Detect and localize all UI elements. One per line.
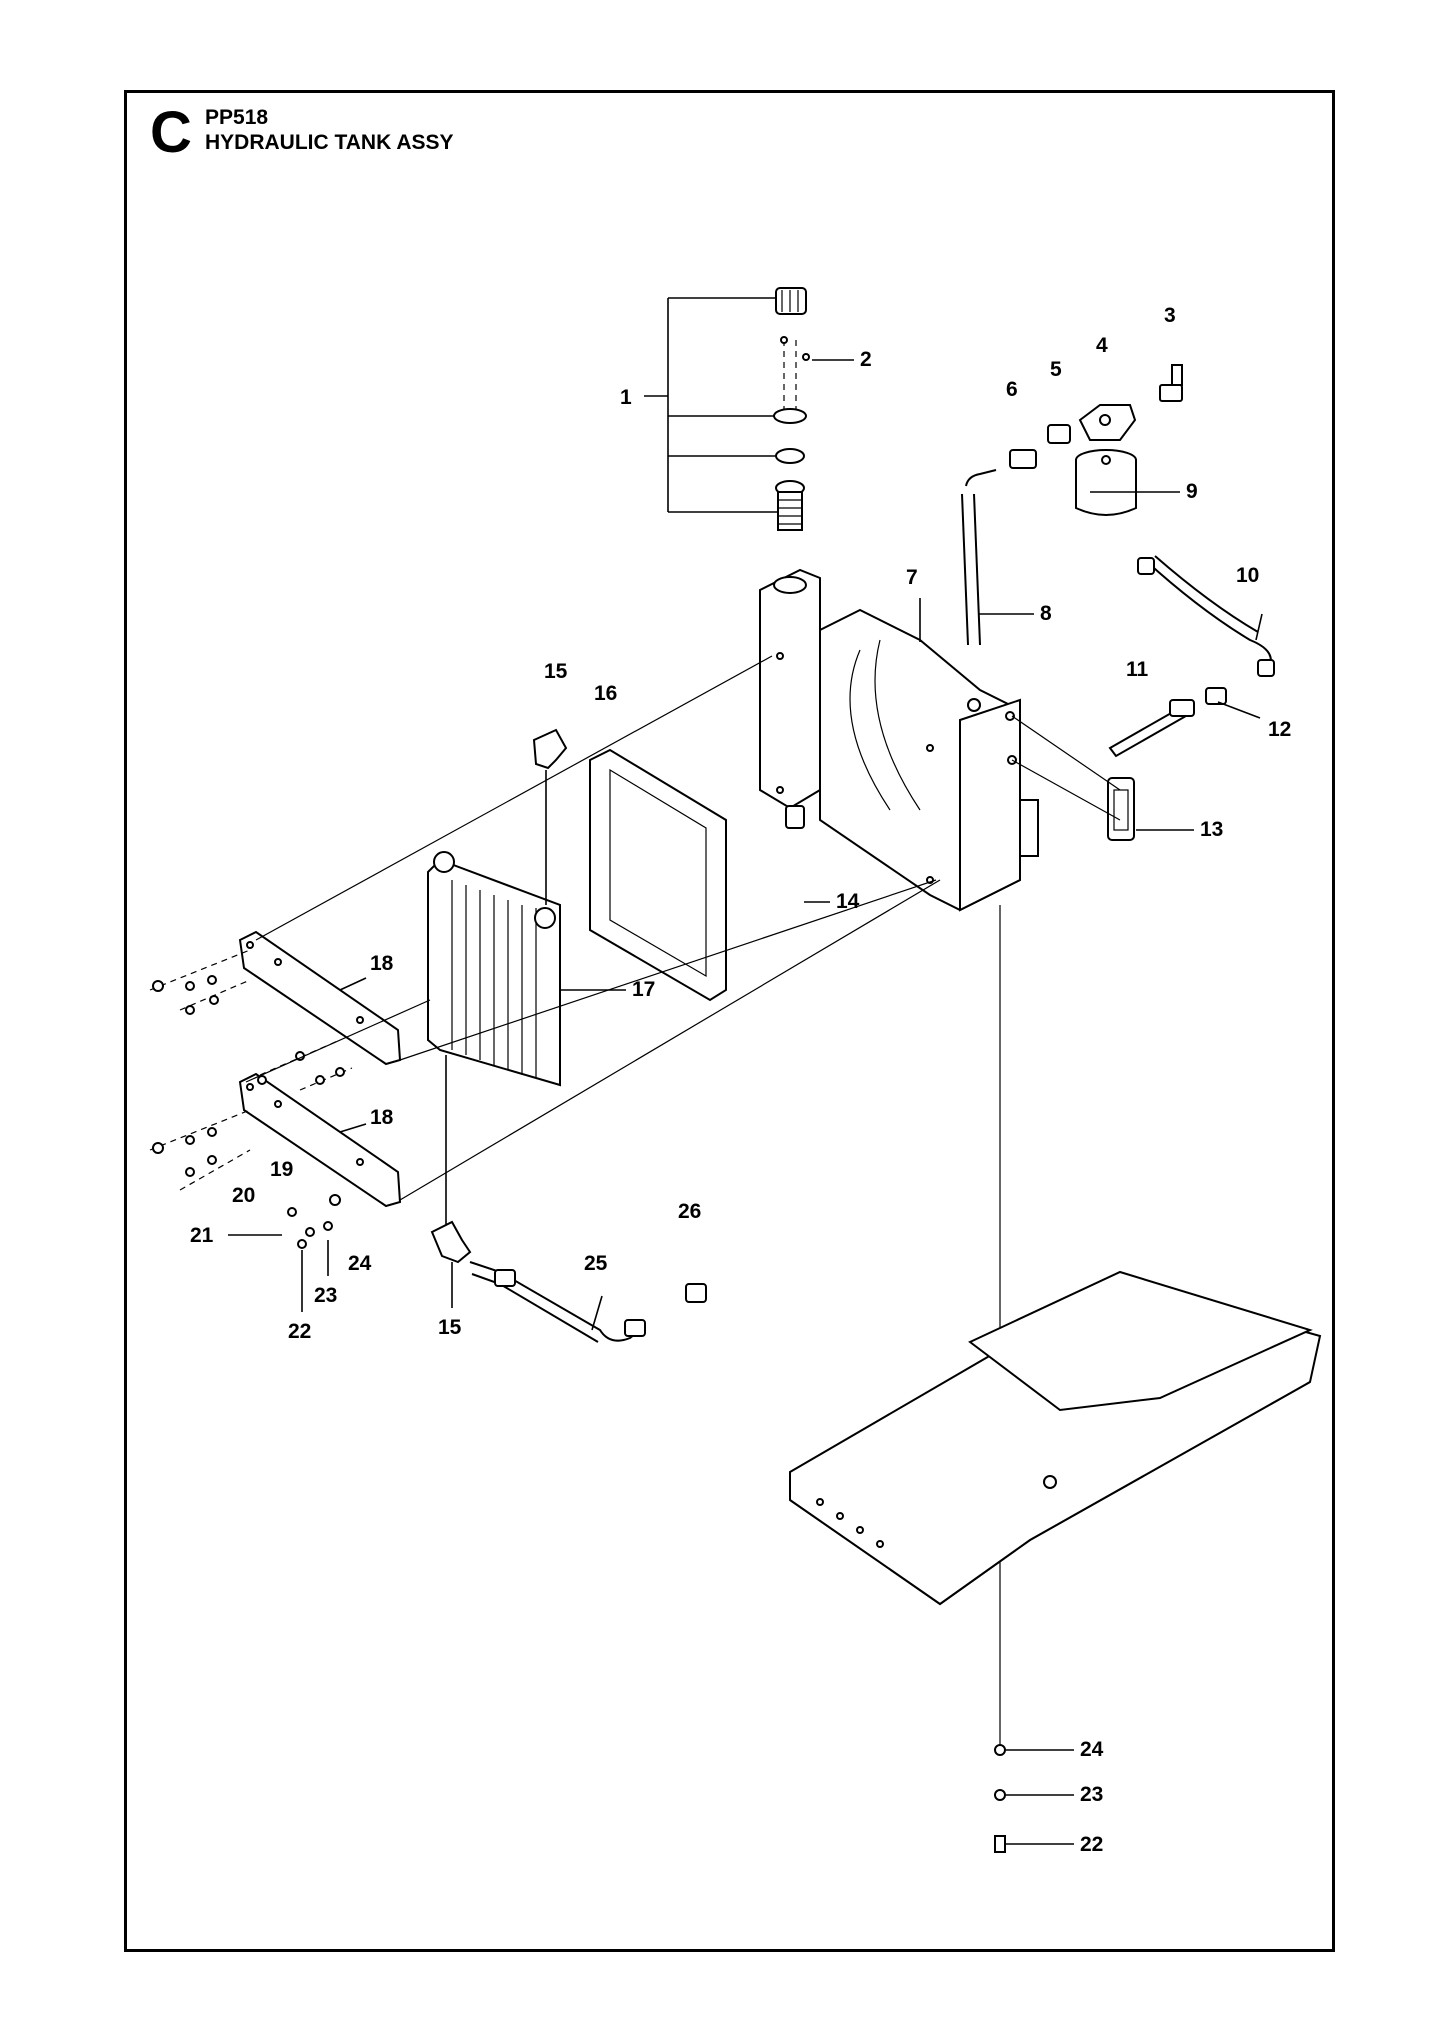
callout-3: 3 <box>1164 304 1176 327</box>
callout-23-left: 23 <box>314 1284 337 1307</box>
callout-20: 20 <box>232 1184 255 1207</box>
callout-2: 2 <box>860 348 872 371</box>
filler-cap-assembly <box>773 287 810 531</box>
callout-26: 26 <box>678 1200 701 1223</box>
callout-7: 7 <box>906 566 918 589</box>
return-hose <box>1137 555 1275 677</box>
callout-15-lower: 15 <box>438 1316 462 1339</box>
callout-18-lower: 18 <box>370 1106 394 1129</box>
tube-fitting-11-12 <box>1108 687 1227 758</box>
section-letter: C <box>150 100 192 165</box>
callout-15-upper: 15 <box>544 660 568 683</box>
assembly-title: HYDRAULIC TANK ASSY <box>205 131 454 154</box>
callout-18-upper: 18 <box>370 952 394 975</box>
callout-labels: 1 2 3 4 5 6 7 8 9 10 11 12 13 14 15 16 1… <box>190 304 1291 1856</box>
callout-9: 9 <box>1186 480 1198 503</box>
callout-24-left: 24 <box>348 1252 372 1275</box>
fasteners-left <box>149 949 353 1249</box>
callout-5: 5 <box>1050 358 1062 381</box>
sight-gauge <box>1107 777 1135 841</box>
diagram-frame <box>124 90 1335 1952</box>
callout-1: 1 <box>620 386 632 409</box>
filter-cartridge <box>1075 449 1137 516</box>
callout-24-bottom: 24 <box>1080 1738 1104 1761</box>
callout-1-bracket <box>644 297 778 513</box>
callout-22-left: 22 <box>288 1320 311 1343</box>
oil-cooler <box>427 851 561 1087</box>
callout-8: 8 <box>1040 602 1052 625</box>
model-code: PP518 <box>205 106 269 129</box>
callout-25: 25 <box>584 1252 608 1275</box>
leader-lines <box>228 359 1263 1331</box>
cooler-shroud <box>589 748 727 1002</box>
callout-17: 17 <box>632 978 655 1001</box>
callout-11: 11 <box>1126 658 1149 681</box>
callout-6: 6 <box>1006 378 1018 401</box>
fittings-5-6 <box>1009 424 1071 469</box>
drain-plug <box>785 805 805 829</box>
base-frame <box>789 1270 1322 1606</box>
callout-13: 13 <box>1200 818 1223 841</box>
callout-21: 21 <box>190 1224 214 1247</box>
callout-19: 19 <box>270 1158 293 1181</box>
mounting-bracket-lower <box>238 1072 402 1208</box>
callout-10: 10 <box>1236 564 1259 587</box>
callout-16: 16 <box>594 682 617 705</box>
hydraulic-tank <box>759 568 1039 912</box>
suction-hose <box>961 469 997 646</box>
callout-23-bottom: 23 <box>1080 1783 1103 1806</box>
callout-4: 4 <box>1096 334 1108 357</box>
cooler-return-line <box>430 1055 707 1343</box>
callout-14: 14 <box>836 890 860 913</box>
elbow-fitting-upper <box>532 728 568 905</box>
callout-22-bottom: 22 <box>1080 1833 1103 1856</box>
bottom-fasteners <box>994 1744 1074 1853</box>
filter-head <box>1078 364 1183 441</box>
callout-12: 12 <box>1268 718 1291 741</box>
